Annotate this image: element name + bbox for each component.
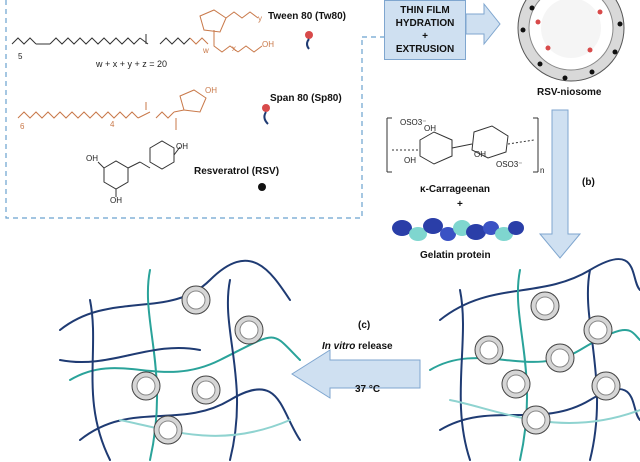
release-rest: release [355,341,393,352]
niosome-label: RSV-niosome [537,87,602,98]
tween-subscript-w: w [203,46,209,55]
niosome-graphic [517,0,625,82]
molecule-panel-border [5,0,363,219]
tween-equation: w + x + y + z = 20 [96,59,168,69]
tween80-label: Tween 80 (Tw80) [268,11,346,22]
rsv-oh-top: OH [176,142,188,151]
carrageenan-so3-bottom: OSO3⁻ [496,160,523,169]
tween-subscript-y: y [258,14,262,23]
hydrogel-left-niosomes [131,285,264,445]
hydrogel-right-niosomes [474,291,621,435]
arrow-to-niosome [465,2,501,46]
release-label: In vitro release [322,341,393,352]
process-line-1: THIN FILM [400,5,450,16]
process-line-4: EXTRUSION [395,44,455,55]
span80-structure [17,89,207,130]
process-line-3: + [422,31,428,42]
carrageenan-oh-3: OH [474,150,486,159]
span-subscript-4: 4 [110,120,115,129]
carrageenan-oh-2: OH [404,156,416,165]
rsv-oh-left: OH [86,154,98,163]
process-box: THIN FILM HYDRATION + EXTRUSION [384,0,466,60]
gelatin-label: Gelatin protein [420,250,491,261]
span80-icon [262,104,270,125]
carrageenan-structure [386,117,539,173]
arrow-down-b [538,109,582,259]
plus-sign: + [457,199,463,210]
carrageenan-label: κ-Carrageenan [420,184,491,195]
resveratrol-dot [258,183,266,191]
span-oh: OH [205,86,217,95]
rsv-oh-bottom: OH [110,196,122,205]
step-b-label: (b) [582,177,595,188]
carrageenan-so3-top: OSO3⁻ [400,118,427,127]
tween80-structure [11,34,191,45]
span80-label: Span 80 (Sp80) [270,93,342,104]
carrageenan-oh-1: OH [424,124,436,133]
hydrogel-right [429,258,640,461]
carrageenan-n: n [540,166,545,175]
gelatin-protein-graphic [392,218,524,241]
step-c-label: (c) [358,320,371,331]
span-subscript-6: 6 [20,122,25,131]
tween80-head [189,9,263,53]
tween-subscript-5: 5 [18,52,23,61]
tween80-icon [305,31,313,50]
release-in-vitro: In vitro [322,341,356,352]
temperature-label: 37 °C [355,384,381,395]
resveratrol-structure [97,140,181,197]
resveratrol-label: Resveratrol (RSV) [194,166,280,177]
tween-subscript-x: x [232,44,236,53]
process-line-2: HYDRATION [395,18,455,29]
arrow-left-c [291,349,421,399]
hydrogel-left [59,259,301,461]
tween-oh: OH [262,40,274,49]
